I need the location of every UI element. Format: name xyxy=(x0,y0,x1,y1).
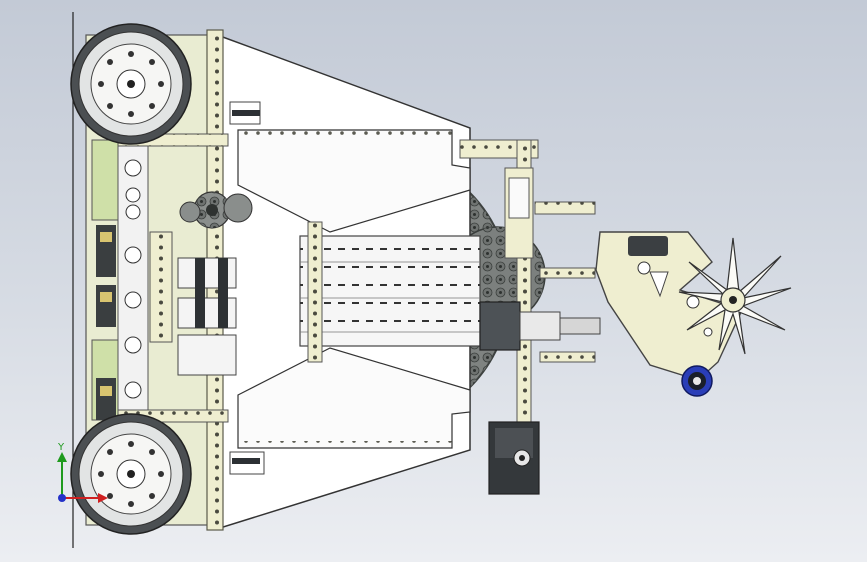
coordinate-triad: Y xyxy=(57,442,108,503)
bottom-servo xyxy=(488,421,540,495)
mecanum-wheel-bottom xyxy=(70,413,192,535)
upper-chevron-plate xyxy=(237,129,471,233)
triad-y-label: Y xyxy=(57,442,65,453)
left-connector-blocks xyxy=(96,225,116,420)
omni-wheel-blue xyxy=(681,365,713,397)
mecanum-wheel-top xyxy=(70,23,192,145)
small-gear-cluster xyxy=(179,191,253,229)
center-linear-slide xyxy=(299,235,481,347)
star-roller xyxy=(678,237,792,355)
drive-motors xyxy=(177,257,237,376)
arm-motor xyxy=(479,301,521,351)
arm-link-plate xyxy=(595,231,743,381)
